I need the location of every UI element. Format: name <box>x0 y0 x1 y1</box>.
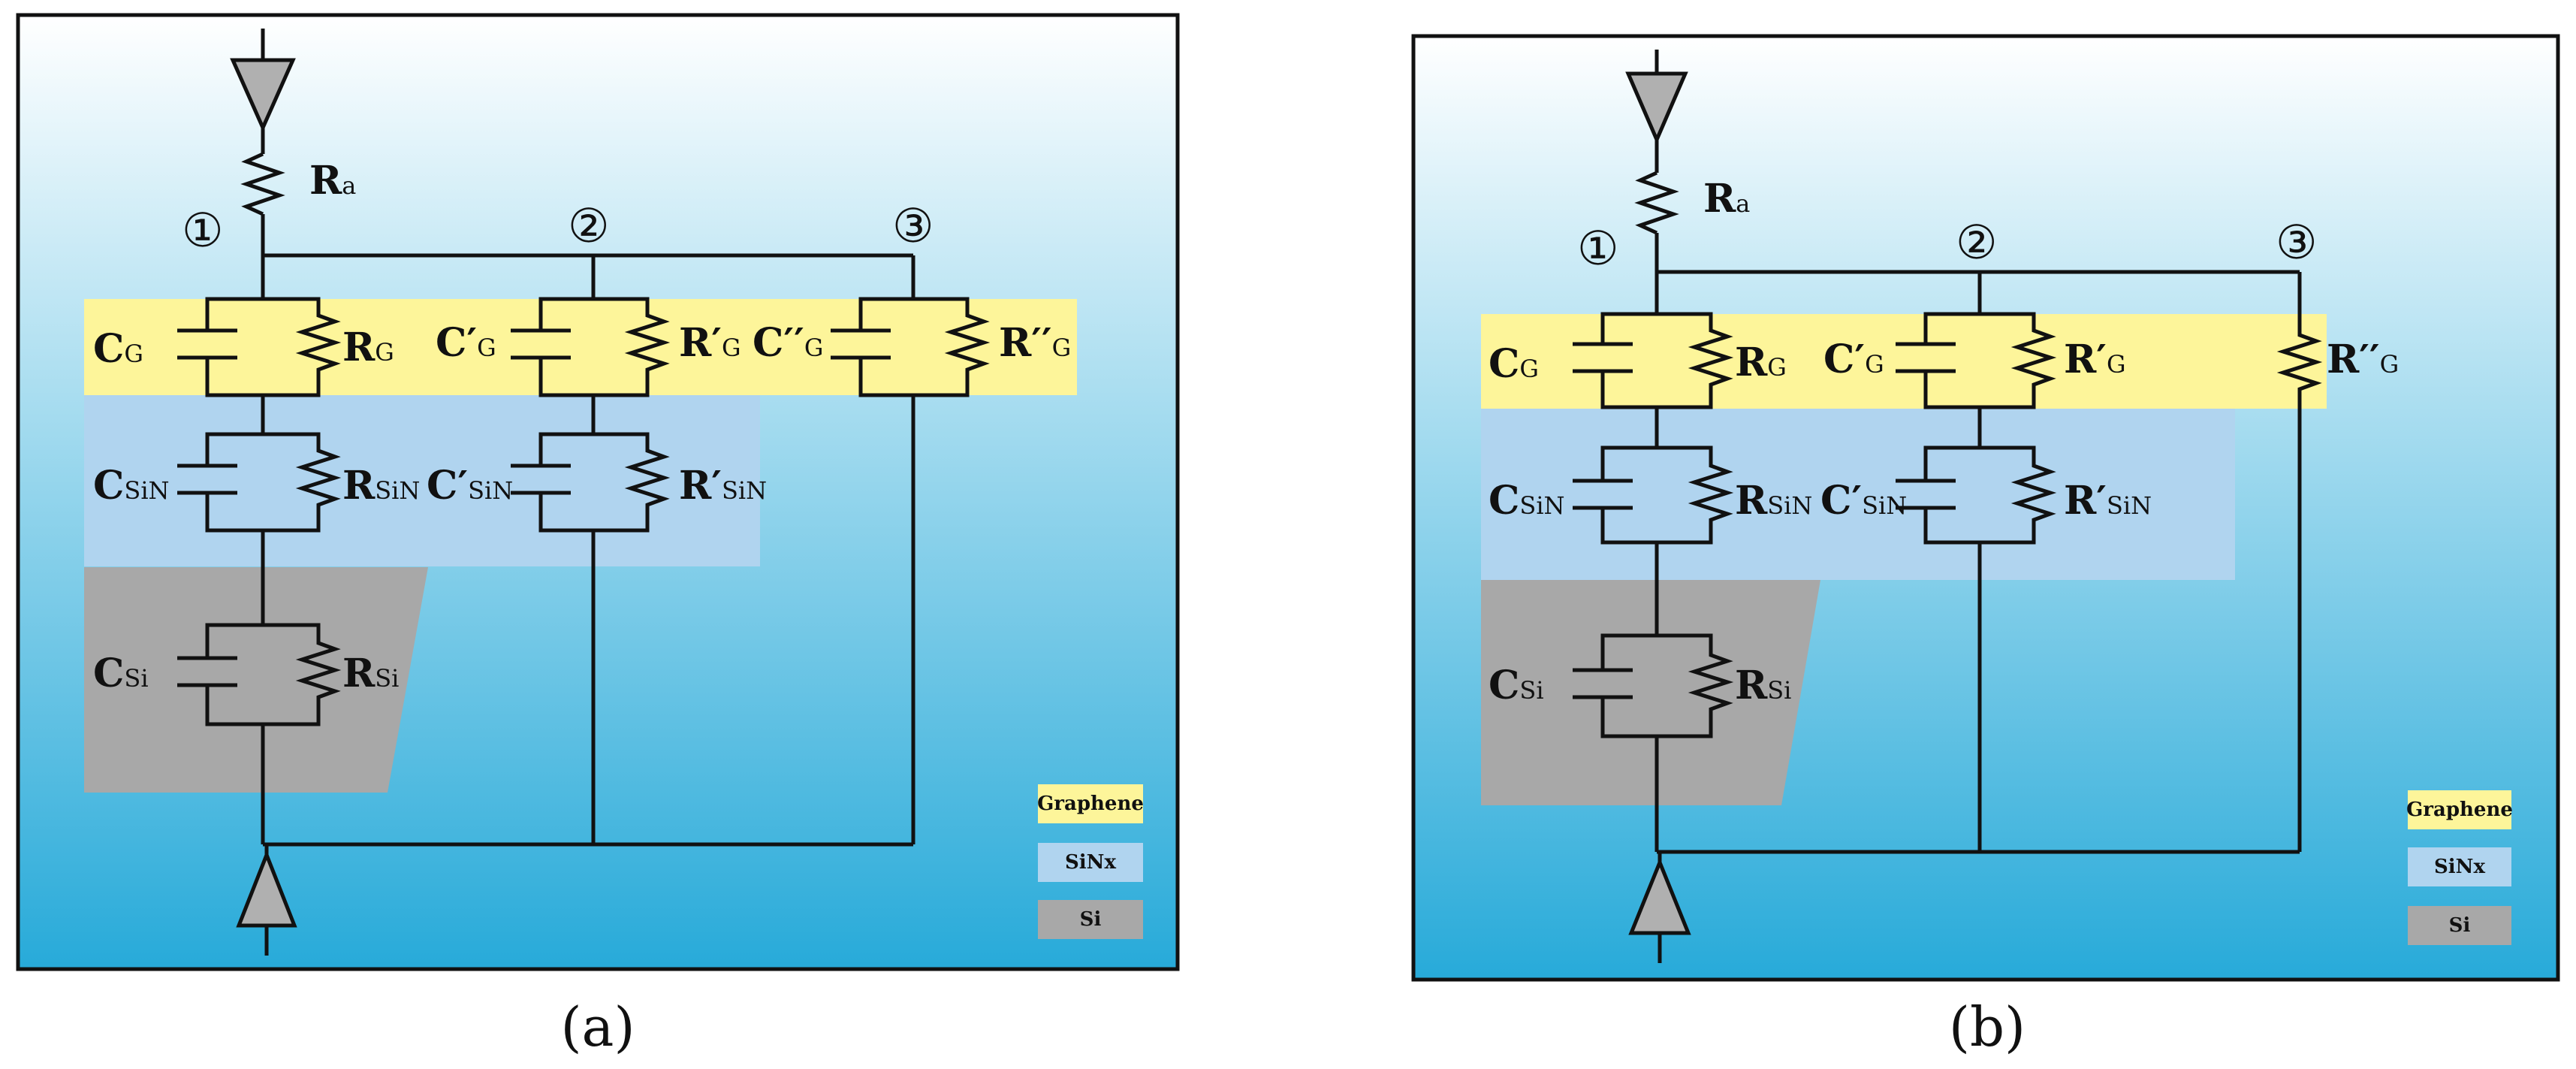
resistor-ra-icon <box>240 152 285 216</box>
branch-3-label: ③ <box>892 198 934 253</box>
label-csin2: C′SiN <box>427 463 513 509</box>
legend: Graphene SiNx Si <box>1037 784 1144 939</box>
legend-si-label: Si <box>1080 908 1102 931</box>
label-csin: CSiN <box>1489 478 1565 524</box>
panel-a: Ra ① ② ③ CG RG C′G R′G <box>16 13 1180 1058</box>
rc-cg3-rg3 <box>831 297 991 397</box>
rc-csin-rsin <box>177 432 342 533</box>
legend-si-swatch <box>1038 900 1143 939</box>
label-rg: RG <box>1735 340 1787 385</box>
legend-sinx-label: SiNx <box>1065 851 1116 874</box>
label-rg3: R′′G <box>999 320 1071 366</box>
legend-sinx-label: SiNx <box>2434 856 2485 878</box>
branch-3-label: ③ <box>2276 215 2318 270</box>
legend-sinx-swatch <box>2408 847 2511 886</box>
label-rg: RG <box>342 325 394 370</box>
branch-1-label: ① <box>182 203 224 258</box>
legend-sinx-swatch <box>1038 843 1143 882</box>
rc-csi-rsi <box>177 623 342 726</box>
legend-si-label: Si <box>2449 914 2471 937</box>
label-cg: CG <box>93 326 143 372</box>
label-rsi: RSi <box>1735 663 1791 708</box>
label-cg2: C′G <box>436 320 496 366</box>
label-rsin: RSiN <box>342 463 420 509</box>
rc-csin2-rsin2 <box>1896 445 2057 545</box>
branch-2-label: ② <box>1956 215 1998 270</box>
rc-cg-rg <box>1573 312 1734 409</box>
legend-graphene-label: Graphene <box>1037 793 1144 815</box>
legend-graphene-swatch <box>1038 784 1143 823</box>
rc-cg-rg <box>177 297 342 397</box>
resistor-rg3-icon <box>2276 323 2323 852</box>
panel-b: Ra ① ② ③ CG RG C′G R′G R′′G <box>1411 34 2560 1058</box>
legend: Graphene SiNx Si <box>2406 790 2513 945</box>
sinx-layer-band <box>1481 409 2235 580</box>
label-rg2: R′G <box>2064 337 2126 382</box>
label-csi: CSi <box>93 651 149 696</box>
rc-cg2-rg2 <box>511 297 671 397</box>
label-csin: CSiN <box>93 463 170 509</box>
label-rsin: RSiN <box>1735 478 1812 524</box>
label-ra: Ra <box>309 158 356 204</box>
caption-b: (b) <box>1949 995 2026 1058</box>
legend-si-swatch <box>2408 906 2511 945</box>
caption-a: (a) <box>560 995 635 1058</box>
rc-csi-rsi <box>1573 633 1734 738</box>
sinx-layer-band <box>84 395 760 566</box>
label-csin2: C′SiN <box>1820 478 1907 524</box>
label-rg2: R′G <box>679 320 741 366</box>
resistor-ra-icon <box>1634 171 1679 235</box>
rc-csin2-rsin2 <box>511 432 671 533</box>
label-ra: Ra <box>1703 176 1750 222</box>
si-layer-band <box>1481 580 1820 805</box>
si-layer-band <box>84 567 428 793</box>
branch-1-label: ① <box>1577 221 1619 276</box>
branch-2-label: ② <box>568 198 610 253</box>
label-rg3: R′′G <box>2327 337 2399 382</box>
label-rsi: RSi <box>342 651 399 696</box>
label-csi: CSi <box>1489 663 1544 708</box>
label-rsin2: R′SiN <box>679 463 767 509</box>
graphene-layer-band <box>1481 314 2327 409</box>
rc-csin-rsin <box>1573 445 1734 545</box>
legend-graphene-label: Graphene <box>2406 799 2513 821</box>
graphene-layer-band <box>84 299 1077 395</box>
label-cg: CG <box>1489 341 1539 387</box>
legend-graphene-swatch <box>2408 790 2511 829</box>
input-arrow-icon <box>1625 71 1688 145</box>
rc-cg2-rg2 <box>1896 312 2057 409</box>
label-cg3: C′′G <box>753 320 823 366</box>
label-rsin2: R′SiN <box>2064 478 2152 524</box>
label-cg2: C′G <box>1823 337 1884 382</box>
input-arrow-icon <box>230 58 296 133</box>
